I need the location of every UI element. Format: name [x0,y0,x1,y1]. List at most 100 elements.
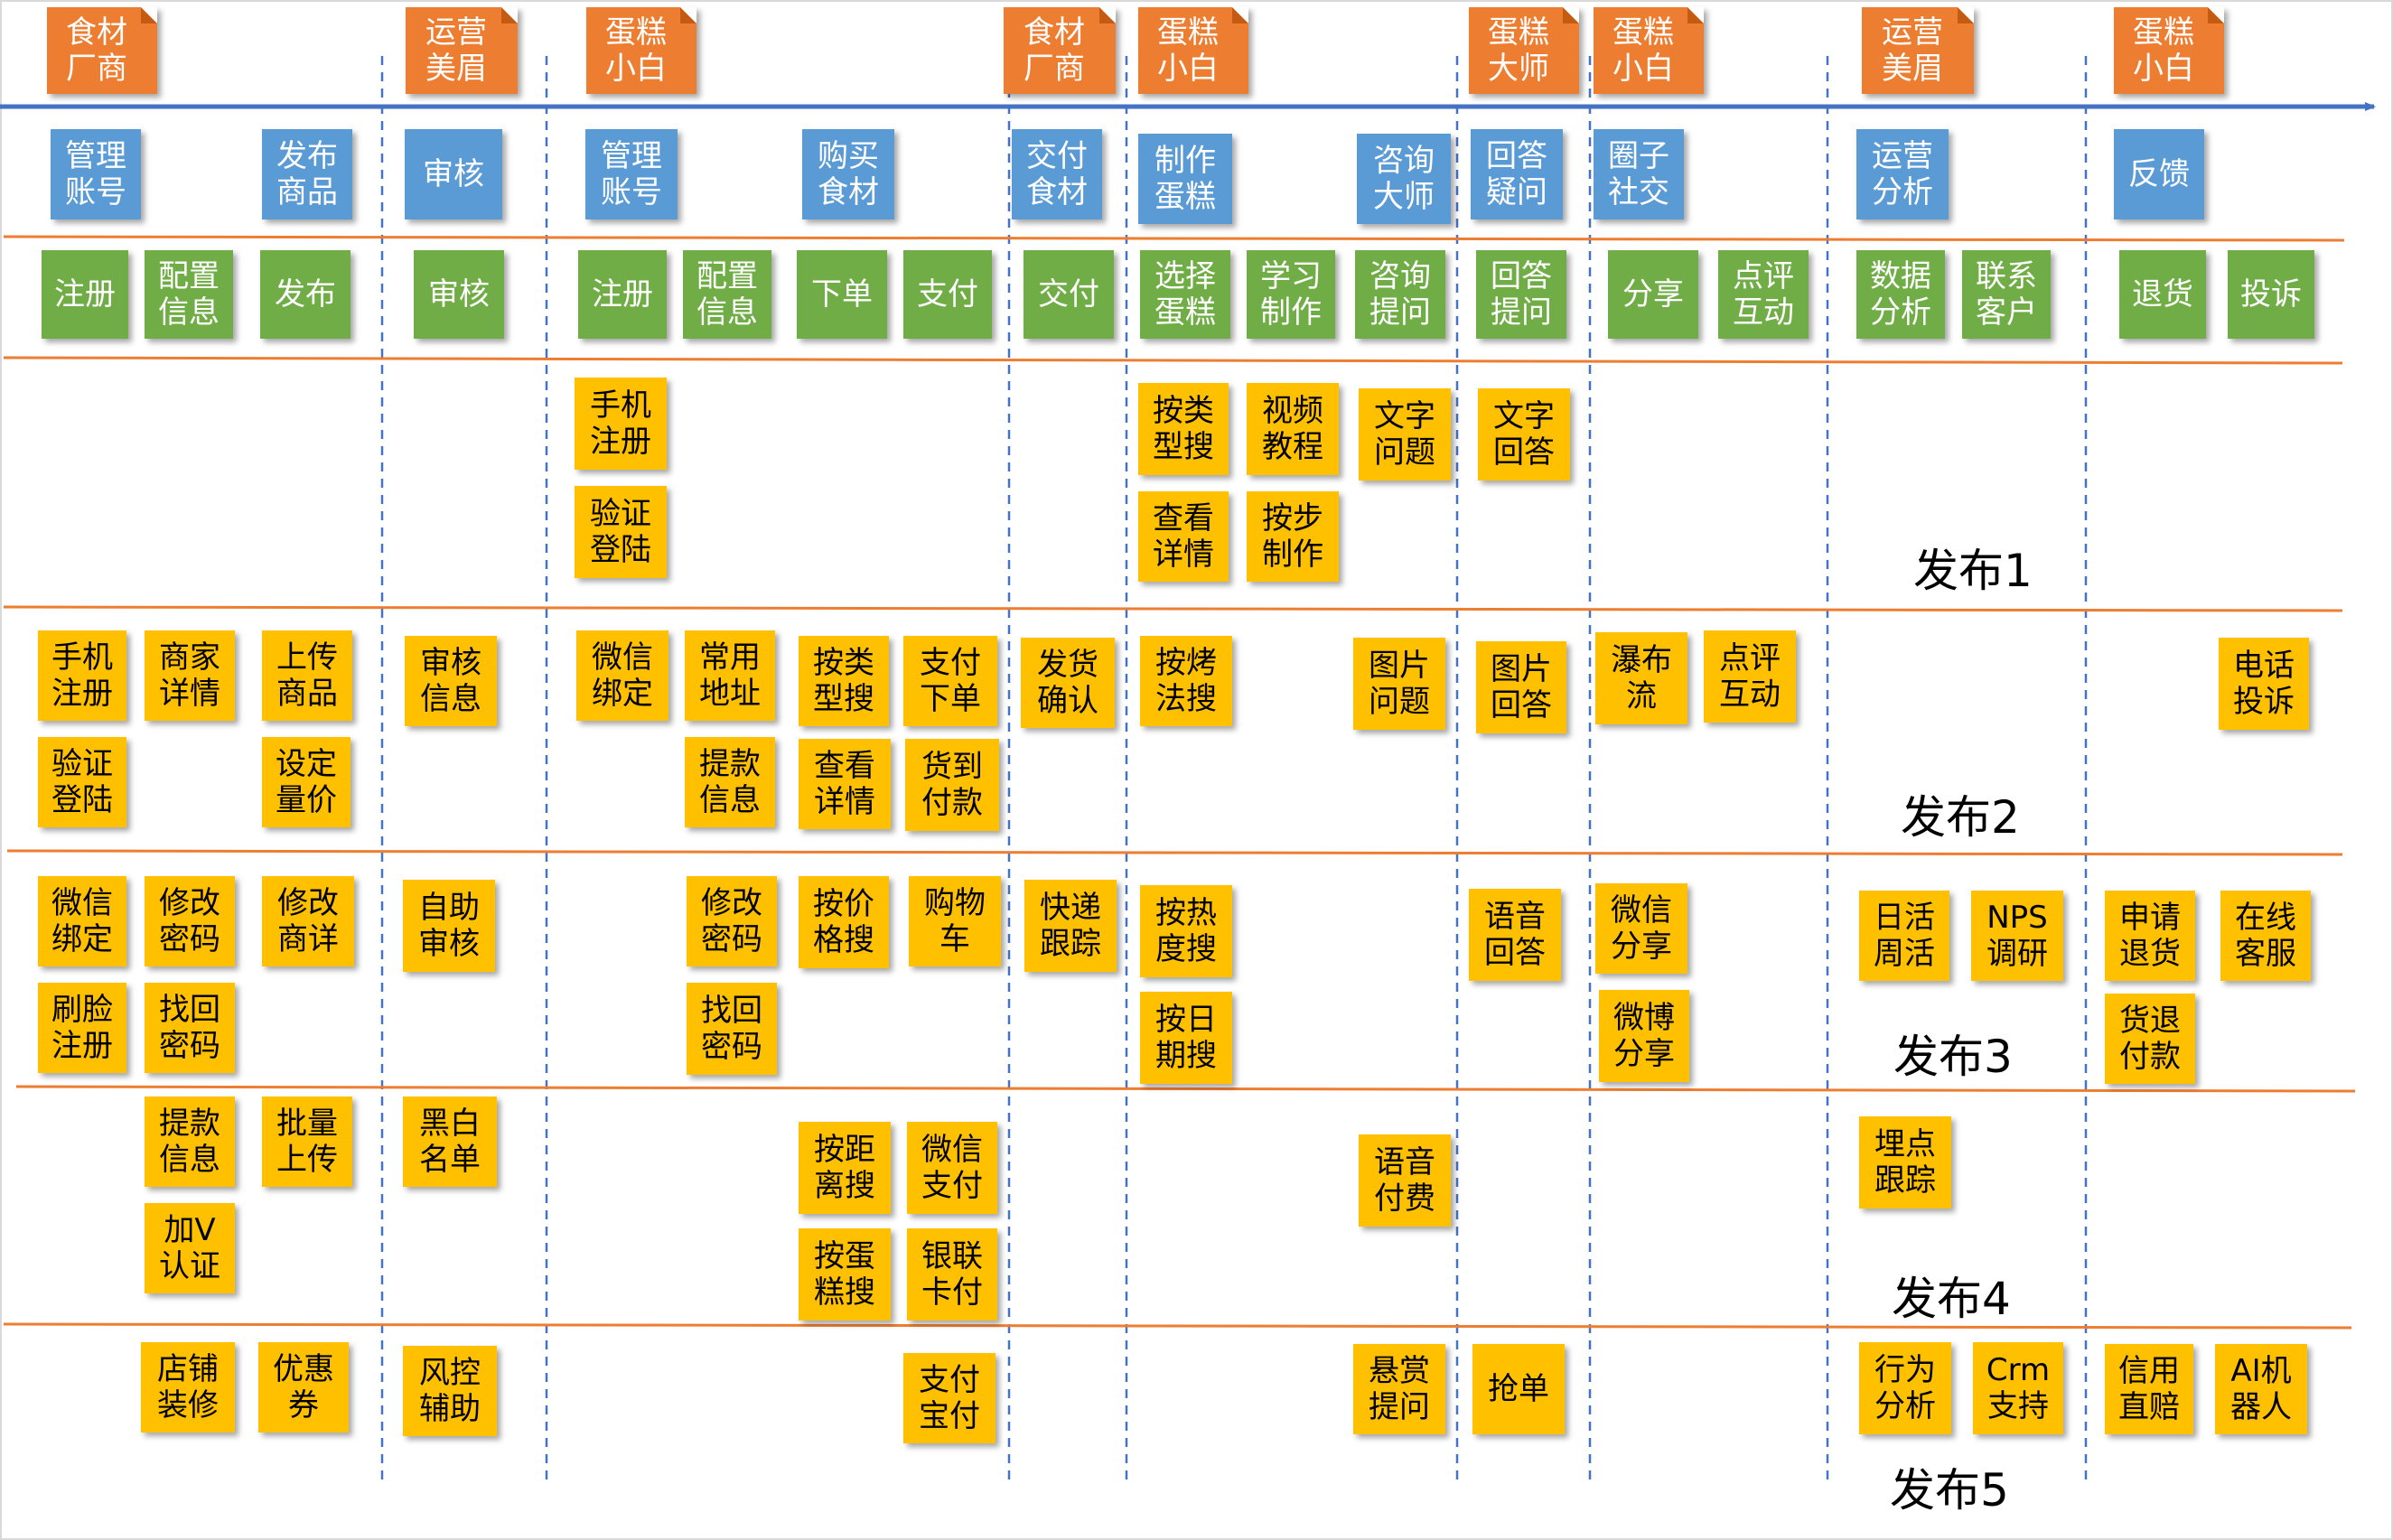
task-card: 注册 [578,250,667,339]
story-card: 发货 确认 [1021,638,1115,728]
persona-card: 蛋糕 小白 [1138,7,1248,94]
activity-card: 管理 账号 [585,129,678,219]
task-card: 咨询 提问 [1355,250,1445,339]
activity-card: 回答 疑问 [1471,129,1563,219]
story-card: 修改 密码 [145,876,235,966]
story-card: 审核 信息 [405,636,497,726]
task-card: 审核 [414,250,504,339]
persona-card: 蛋糕 小白 [586,7,696,94]
story-card: 微信 绑定 [38,876,126,966]
activity-card: 制作 蛋糕 [1138,134,1232,224]
story-card: 行为 分析 [1859,1342,1951,1434]
task-card: 配置 信息 [683,250,771,339]
persona-card: 蛋糕 大师 [1469,7,1579,94]
story-card: 按价 格搜 [799,876,889,968]
persona-card: 运营 美眉 [406,7,518,94]
story-card: 快递 跟踪 [1024,880,1117,972]
activity-card: 发布 商品 [262,129,352,219]
story-card: 手机 注册 [38,630,126,721]
task-card: 注册 [42,250,128,339]
persona-card: 食材 厂商 [1004,7,1116,94]
story-card: 修改 密码 [687,876,777,966]
release-label: 发布5 [1890,1464,2009,1517]
story-card: 黑白 名单 [403,1097,497,1187]
story-card: 抢单 [1472,1344,1565,1434]
story-card: 按热 度搜 [1140,885,1232,977]
release-separator [15,1085,2356,1093]
story-card: 加V 认证 [145,1203,235,1293]
persona-card: 蛋糕 小白 [1594,7,1704,94]
folded-corner-icon [680,7,696,23]
story-card: 找回 密码 [687,983,777,1075]
story-card: 文字 回答 [1478,388,1570,481]
story-card: 上传 商品 [262,630,352,721]
activity-card: 圈子 社交 [1594,129,1684,219]
folded-corner-icon [1958,7,1974,23]
story-card: 信用 直赔 [2105,1344,2193,1434]
story-card: 微信 支付 [907,1122,997,1214]
persona-card: 蛋糕 小白 [2114,7,2224,94]
story-card: 悬赏 提问 [1353,1344,1445,1434]
story-card: 微信 绑定 [576,630,668,721]
release-separator [3,235,2345,242]
story-card: AI机 器人 [2215,1344,2307,1434]
task-card: 选择 蛋糕 [1140,250,1230,339]
story-card: 按步 制作 [1247,491,1339,582]
story-card: 银联 卡付 [907,1228,997,1321]
story-card: 视频 教程 [1247,383,1339,475]
task-card: 联系 客户 [1962,250,2051,339]
story-card: 优惠 券 [258,1342,349,1433]
activity-card: 购买 食材 [802,129,894,219]
task-card: 退货 [2119,250,2206,339]
story-card: 按日 期搜 [1140,992,1232,1084]
task-card: 下单 [797,250,887,339]
story-card: 点评 互动 [1704,630,1796,723]
activity-card: 反馈 [2114,129,2204,219]
story-card: 按蛋 糕搜 [799,1228,891,1321]
story-card: 验证 登陆 [575,486,667,578]
story-card: 语音 回答 [1469,889,1561,981]
release-label: 发布3 [1893,1031,2013,1083]
story-card: 电话 投诉 [2219,638,2309,730]
story-card: 修改 商详 [262,876,354,966]
story-card: 图片 回答 [1476,641,1566,733]
release-label: 发布4 [1892,1273,2011,1325]
folded-corner-icon [1687,7,1704,23]
story-card: 按类 型搜 [1138,383,1229,475]
story-card: 手机 注册 [575,378,667,470]
story-card: NPS 调研 [1971,891,2063,981]
folded-corner-icon [1232,7,1248,23]
story-card: Crm 支持 [1973,1342,2063,1434]
task-card: 学习 制作 [1247,250,1335,339]
story-card: 按类 型搜 [799,636,889,726]
release-label: 发布2 [1901,791,2020,844]
story-card: 查看 详情 [1138,491,1229,582]
activity-card: 运营 分析 [1856,129,1949,219]
release-separator [3,1322,2352,1330]
story-card: 设定 量价 [262,737,351,827]
release-separator [3,605,2343,612]
story-card: 图片 问题 [1353,638,1445,730]
story-card: 自助 审核 [403,880,495,972]
story-card: 货到 付款 [905,739,999,831]
story-card: 日活 周活 [1859,891,1949,981]
story-card: 常用 地址 [685,630,775,721]
task-card: 配置 信息 [145,250,233,339]
story-card: 按距 离搜 [799,1122,891,1214]
story-card: 验证 登陆 [38,737,126,827]
task-card: 交付 [1024,250,1114,339]
folded-corner-icon [2208,7,2224,23]
story-card: 支付 宝付 [903,1353,996,1443]
story-card: 支付 下单 [903,636,997,726]
activity-card: 交付 食材 [1012,129,1102,219]
story-card: 货退 付款 [2105,994,2195,1084]
release-label: 发布1 [1913,545,2033,597]
story-card: 刷脸 注册 [38,983,126,1073]
task-card: 回答 提问 [1476,250,1566,339]
story-card: 微博 分享 [1599,990,1689,1082]
story-card: 购物 车 [909,876,1001,966]
task-card: 分享 [1608,250,1698,339]
folded-corner-icon [141,7,157,23]
folded-corner-icon [1099,7,1116,23]
